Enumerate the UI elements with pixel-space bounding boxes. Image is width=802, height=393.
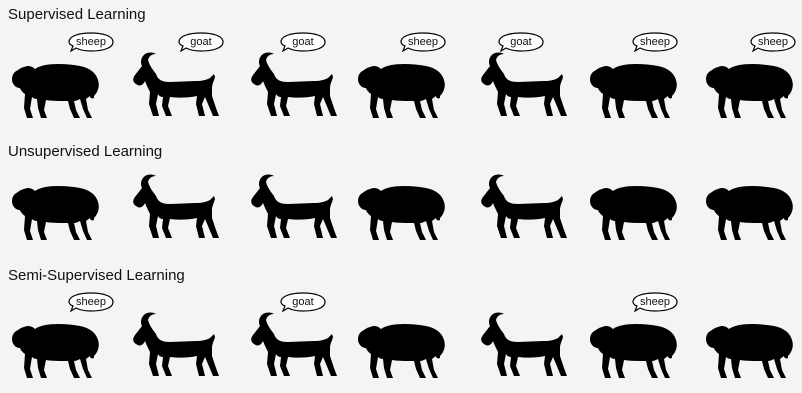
sheep-silhouette-icon [586, 312, 682, 384]
speech-bubble-text: goat [498, 32, 544, 52]
speech-bubble-text: sheep [632, 292, 678, 312]
speech-bubble-label: sheep [632, 292, 678, 312]
section-title-semi-supervised: Semi-Supervised Learning [8, 267, 185, 284]
goat-silhouette-icon [474, 174, 570, 246]
goat-silhouette-icon [244, 52, 340, 124]
speech-bubble-text: goat [280, 292, 326, 312]
sheep-silhouette-icon [702, 312, 798, 384]
goat-silhouette-icon [126, 174, 222, 246]
sheep-silhouette-icon [354, 174, 450, 246]
goat-silhouette-icon [244, 312, 340, 384]
speech-bubble-text: goat [280, 32, 326, 52]
speech-bubble-label: goat [280, 292, 326, 312]
goat-silhouette-icon [126, 312, 222, 384]
speech-bubble-label: goat [280, 32, 326, 52]
speech-bubble-text: goat [178, 32, 224, 52]
goat-silhouette-icon [474, 52, 570, 124]
sheep-silhouette-icon [702, 52, 798, 124]
speech-bubble-text: sheep [68, 292, 114, 312]
section-title-unsupervised: Unsupervised Learning [8, 143, 162, 160]
sheep-silhouette-icon [702, 174, 798, 246]
section-title-supervised: Supervised Learning [8, 6, 146, 23]
sheep-silhouette-icon [8, 52, 104, 124]
speech-bubble-label: sheep [68, 292, 114, 312]
speech-bubble-label: sheep [632, 32, 678, 52]
sheep-silhouette-icon [8, 312, 104, 384]
speech-bubble-text: sheep [400, 32, 446, 52]
sheep-silhouette-icon [354, 52, 450, 124]
goat-silhouette-icon [126, 52, 222, 124]
speech-bubble-text: sheep [68, 32, 114, 52]
speech-bubble-label: sheep [750, 32, 796, 52]
speech-bubble-label: goat [178, 32, 224, 52]
speech-bubble-text: sheep [750, 32, 796, 52]
speech-bubble-label: goat [498, 32, 544, 52]
sheep-silhouette-icon [586, 52, 682, 124]
goat-silhouette-icon [474, 312, 570, 384]
sheep-silhouette-icon [354, 312, 450, 384]
speech-bubble-label: sheep [400, 32, 446, 52]
sheep-silhouette-icon [586, 174, 682, 246]
speech-bubble-label: sheep [68, 32, 114, 52]
sheep-silhouette-icon [8, 174, 104, 246]
goat-silhouette-icon [244, 174, 340, 246]
speech-bubble-text: sheep [632, 32, 678, 52]
